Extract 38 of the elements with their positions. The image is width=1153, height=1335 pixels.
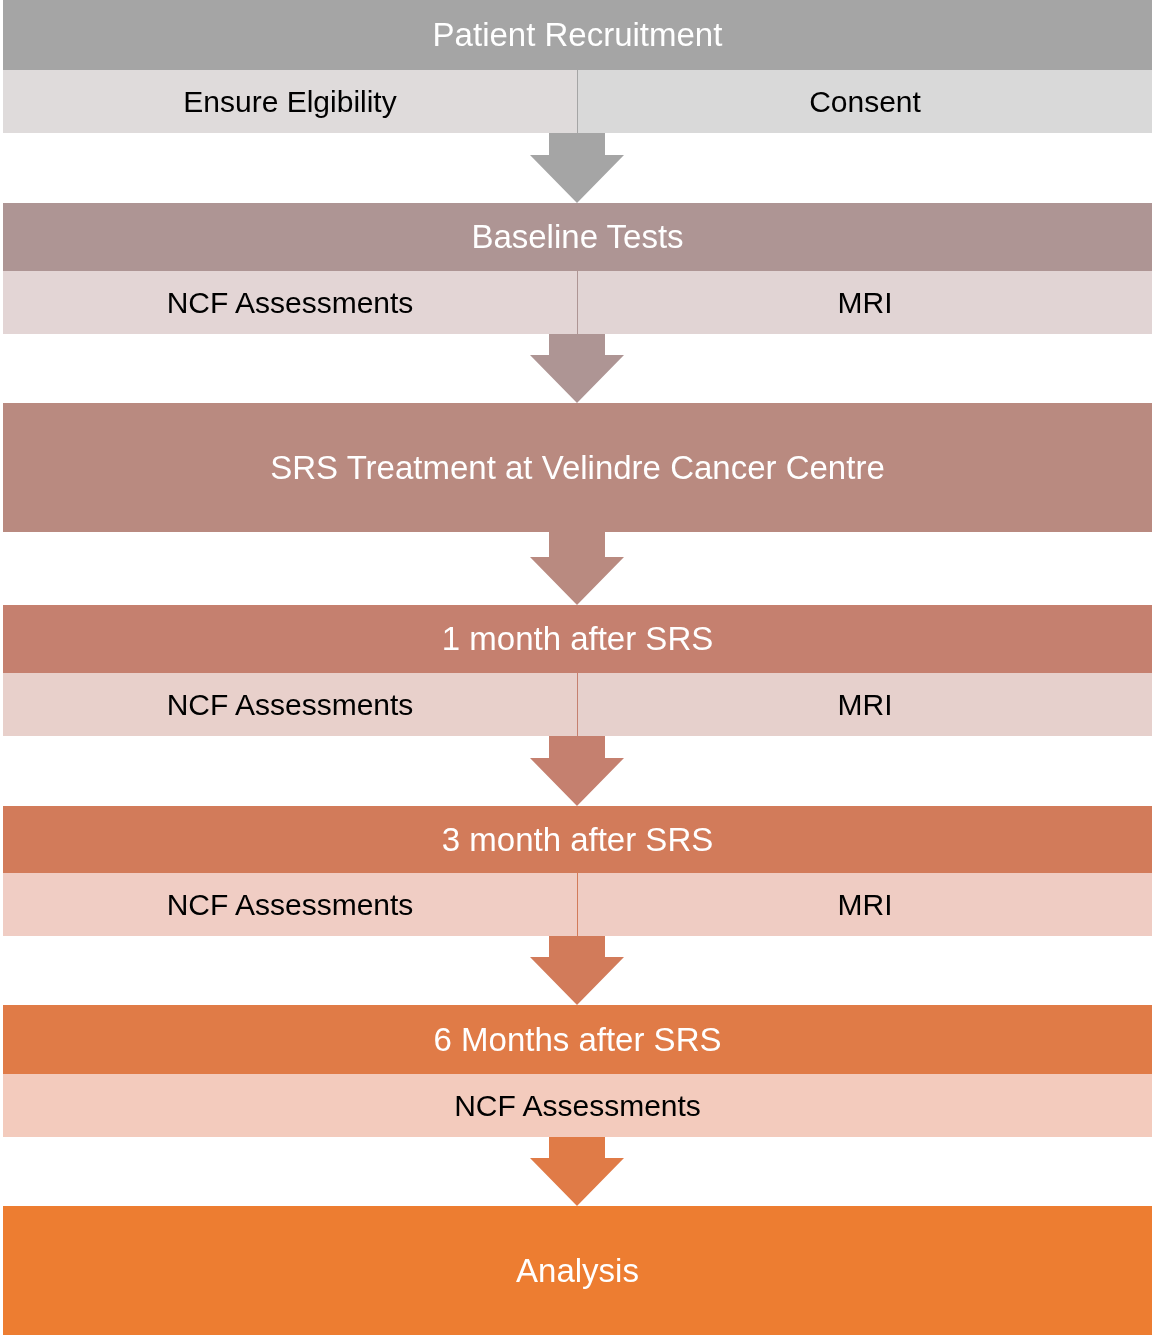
stage-box: [3, 403, 1152, 532]
stage-title: 1 month after SRS: [441, 619, 714, 660]
block-arrow: [530, 1137, 624, 1206]
task-label: NCF Assessments: [166, 887, 414, 923]
task-box: [3, 271, 577, 334]
task-box: [3, 1074, 1152, 1137]
stage-title: 6 Months after SRS: [433, 1019, 722, 1060]
stage-box: [3, 203, 1152, 334]
task-box: [578, 271, 1152, 334]
task-box: [578, 873, 1152, 936]
task-label: NCF Assessments: [166, 285, 414, 321]
block-arrow: [530, 133, 624, 203]
block-arrow: [530, 532, 624, 605]
stage-box: [3, 605, 1152, 736]
block-arrow: [530, 936, 624, 1005]
task-box: [3, 70, 577, 133]
stage-title: Analysis: [516, 1250, 639, 1291]
stage-box: [3, 806, 1152, 936]
stage-title: Patient Recruitment: [432, 15, 723, 56]
stage-title: 3 month after SRS: [441, 819, 714, 860]
task-box: [3, 673, 577, 736]
stage-box: [3, 1005, 1152, 1137]
task-label: NCF Assessments: [166, 687, 414, 723]
task-label: NCF Assessments: [454, 1088, 701, 1124]
task-label: MRI: [837, 687, 893, 723]
task-box: [578, 70, 1152, 133]
stage-box: [3, 1206, 1152, 1335]
stage-box: [3, 0, 1152, 133]
task-label: MRI: [837, 887, 893, 923]
task-box: [3, 873, 577, 936]
stage-title: Baseline Tests: [471, 217, 684, 258]
stage-title: SRS Treatment at Velindre Cancer Centre: [270, 447, 885, 488]
task-box: [578, 673, 1152, 736]
block-arrow: [530, 736, 624, 806]
block-arrow: [530, 334, 624, 403]
task-label: Consent: [809, 84, 921, 120]
task-label: MRI: [837, 285, 893, 321]
task-label: Ensure Elgibility: [183, 84, 397, 120]
